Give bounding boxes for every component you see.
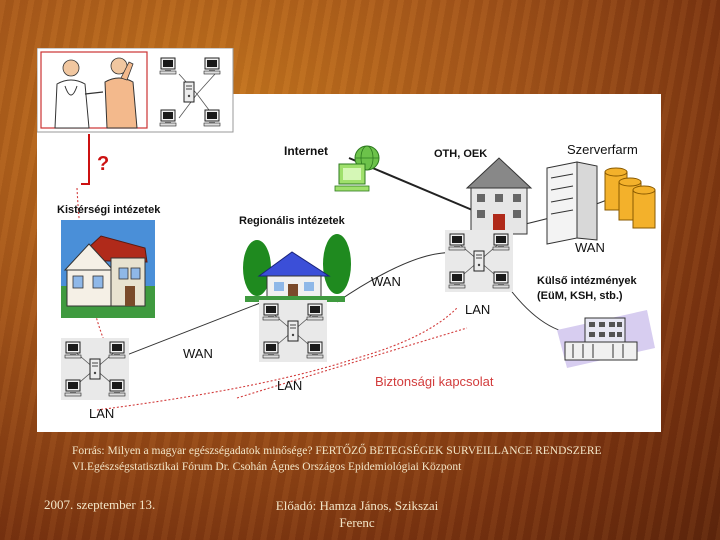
presenter-line1: Előadó: Hamza János, Szikszai (275, 498, 439, 513)
lan-cluster-kisterseg (61, 338, 129, 400)
external-label-line2: (EüM, KSH, stb.) (537, 290, 623, 302)
source-caption: Forrás: Milyen a magyar egészségadatok m… (72, 443, 672, 475)
oth-building-icon (465, 157, 533, 235)
footer-presenter: Előadó: Hamza János, Szikszai Ferenc (262, 497, 452, 531)
regionalis-house-icon (243, 234, 351, 302)
wan-label-regional: WAN (371, 274, 401, 289)
external-institution-icon (557, 310, 655, 368)
globe-icon (334, 145, 380, 192)
secure-connection (76, 187, 468, 411)
network-diagram: ? Internet OTH, OEK (37, 48, 661, 432)
oth-label: OTH, OEK (434, 148, 487, 160)
secure-connection-label: Biztonsági kapcsolat (375, 374, 494, 389)
lan-label-local: LAN (89, 406, 114, 421)
kisterseg-house-picture (61, 220, 155, 318)
lan-cluster-oth (445, 230, 513, 292)
footer-date: 2007. szeptember 13. (44, 497, 156, 512)
kisterseg-label: Kistérségi intézetek (57, 204, 161, 216)
external-label-line1: Külső intézmények (537, 275, 638, 287)
lan-cluster-regionalis (259, 300, 327, 362)
link-bracket (81, 134, 90, 185)
internet-label: Internet (284, 144, 328, 158)
server-farm-label: Szerverfarm (567, 142, 638, 157)
wan-label-local: WAN (183, 346, 213, 361)
doctor-patient-picture (37, 48, 234, 133)
wan-label-server: WAN (575, 240, 605, 255)
lan-label-regional: LAN (277, 378, 302, 393)
server-farm-icon (546, 161, 656, 245)
presenter-line2: Ferenc (339, 515, 375, 530)
source-caption-line1: Forrás: Milyen a magyar egészségadatok m… (72, 445, 602, 457)
lan-label-oth: LAN (465, 302, 490, 317)
source-caption-line2: VI.Egészségstatisztikai Fórum Dr. Csohán… (72, 461, 462, 473)
regionalis-label: Regionális intézetek (239, 215, 346, 227)
question-mark: ? (97, 153, 109, 175)
